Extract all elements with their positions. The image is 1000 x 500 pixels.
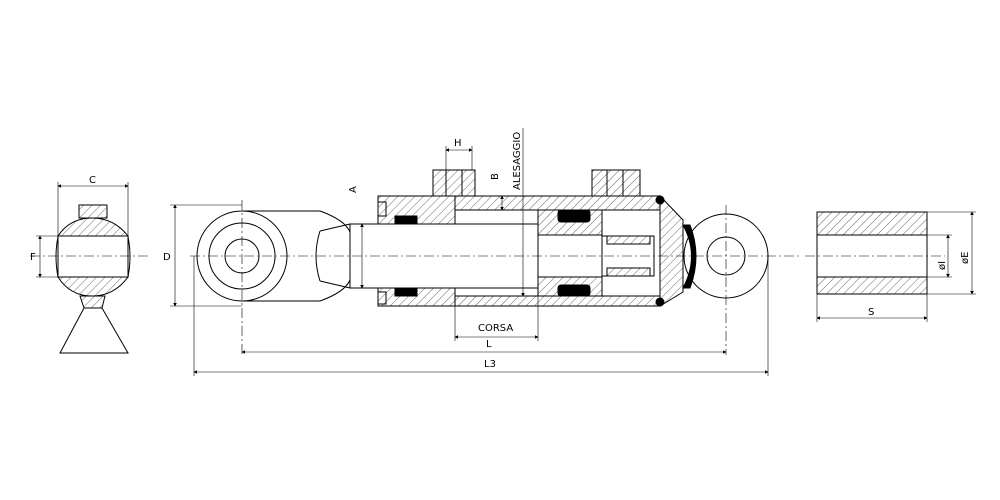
dim-label-D: D — [163, 252, 171, 263]
dim-label-S: S — [868, 307, 874, 318]
rod-eye-neck — [315, 223, 351, 289]
ball-top-section — [57, 217, 130, 237]
dim-label-F: F — [30, 252, 36, 263]
piston-seal-top — [557, 209, 591, 223]
rod-eye-arms — [242, 210, 351, 302]
rod-seal-bottom — [394, 287, 418, 297]
dim-label-alesaggio: ALESAGGIO — [512, 132, 523, 190]
ball-base — [59, 307, 129, 354]
dim-label-I: øI — [937, 261, 948, 270]
dim-label-H: H — [454, 138, 462, 149]
rod-seal-top — [394, 215, 418, 225]
dim-label-C: C — [89, 175, 96, 186]
cap-clevis — [682, 224, 697, 289]
dim-label-B: B — [490, 173, 501, 180]
port-cap-side — [591, 169, 641, 197]
end-cap — [659, 194, 684, 307]
dim-label-E: øE — [960, 252, 971, 264]
barrel-bottom-wall — [454, 295, 661, 307]
port-rod-side — [432, 169, 476, 197]
dim-label-L3: L3 — [484, 359, 496, 370]
bushing-top-wall — [816, 211, 928, 236]
barrel-top-wall — [454, 195, 661, 211]
ball-bottom-section — [57, 276, 129, 297]
rod-eye-side-view: C F — [30, 175, 150, 354]
dim-label-A: A — [348, 186, 359, 193]
bushing-bottom-wall — [816, 276, 928, 295]
ball-bore — [57, 235, 129, 278]
dim-label-corsa: CORSA — [478, 323, 513, 334]
dim-label-L: L — [486, 339, 492, 350]
ball-neck — [79, 295, 106, 309]
cylinder-main-view: D A H B ALESAGGIO CORSA L L3 — [163, 128, 800, 376]
bushing-section-view: S øI øE — [805, 211, 976, 322]
ball-outline — [55, 236, 131, 278]
piston-seal-bottom — [557, 284, 591, 297]
side-top-block — [78, 204, 108, 219]
